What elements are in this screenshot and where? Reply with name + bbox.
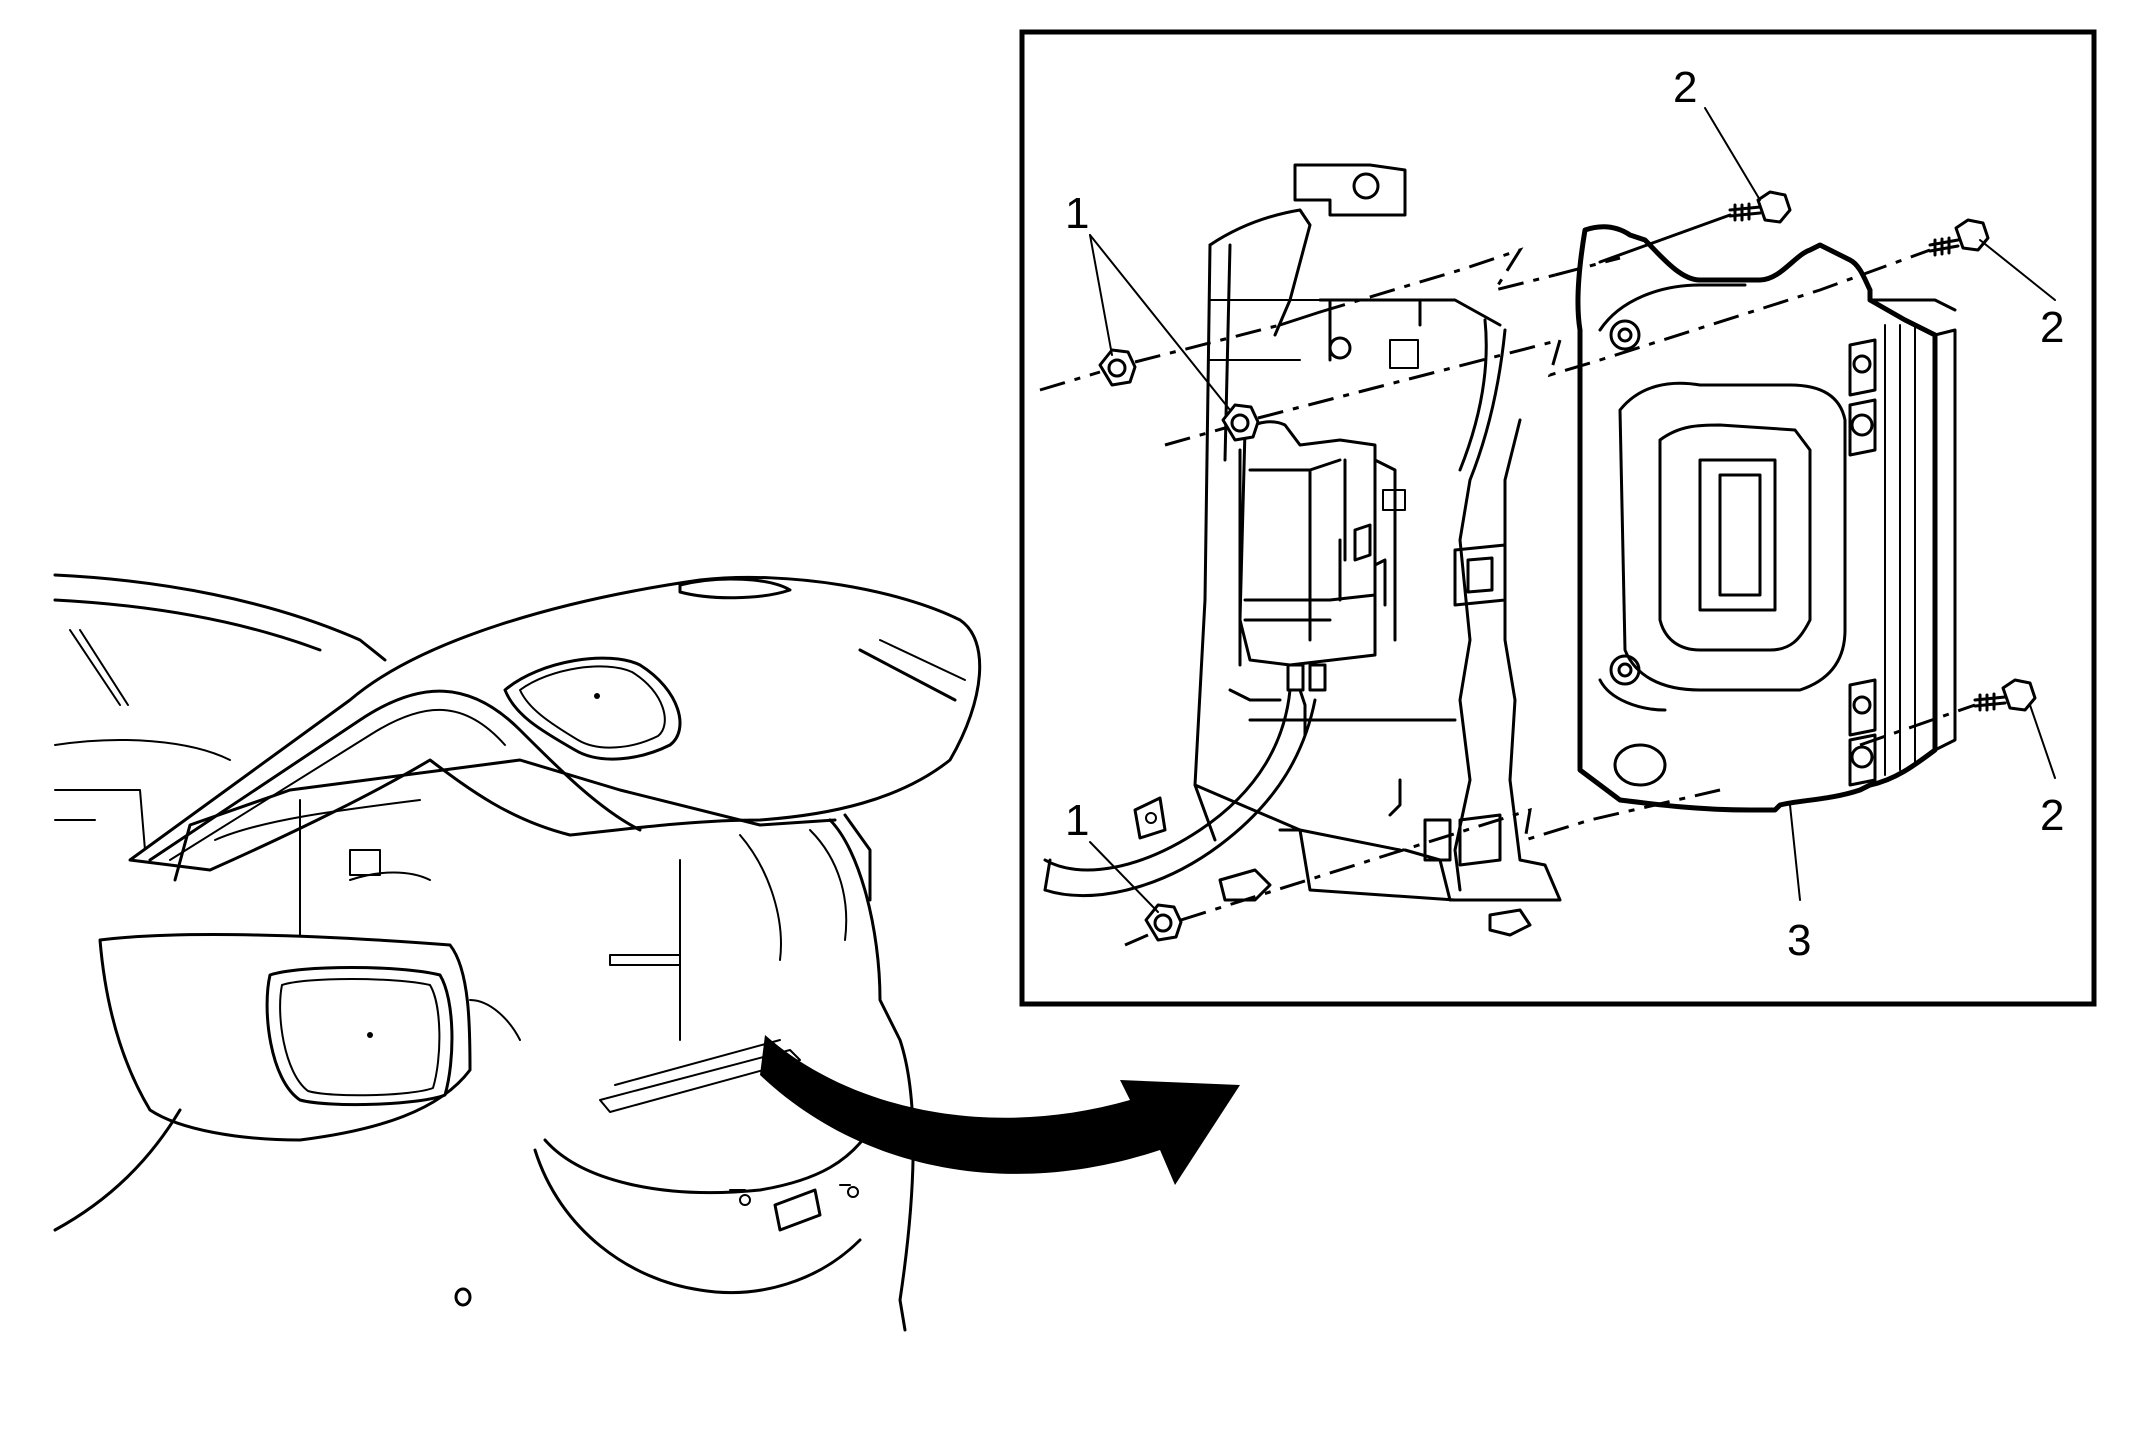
callout-1-upper: 1 bbox=[1065, 189, 1089, 238]
mounting-bracket bbox=[1043, 163, 1562, 937]
leader-lines bbox=[1089, 107, 2056, 913]
nut-1-lower bbox=[1144, 903, 1183, 942]
alignment-lines bbox=[1039, 213, 1976, 947]
callout-2-right-upper: 2 bbox=[2040, 303, 2064, 352]
callout-2-right-lower: 2 bbox=[2040, 791, 2064, 840]
transition-arrow bbox=[760, 1035, 1240, 1185]
vehicle-rear-view bbox=[53, 573, 982, 1332]
bolt-2-right-upper bbox=[1928, 218, 1990, 257]
bolt-2-top bbox=[1728, 190, 1792, 224]
module-3 bbox=[1575, 224, 1957, 813]
callout-3: 3 bbox=[1787, 916, 1811, 965]
bolt-2-right-lower bbox=[1973, 678, 2037, 712]
callout-1-lower: 1 bbox=[1065, 796, 1089, 845]
callout-2-top: 2 bbox=[1673, 63, 1697, 112]
nut-1-upper-right bbox=[1221, 403, 1260, 442]
nut-1-upper-left bbox=[1098, 348, 1137, 387]
